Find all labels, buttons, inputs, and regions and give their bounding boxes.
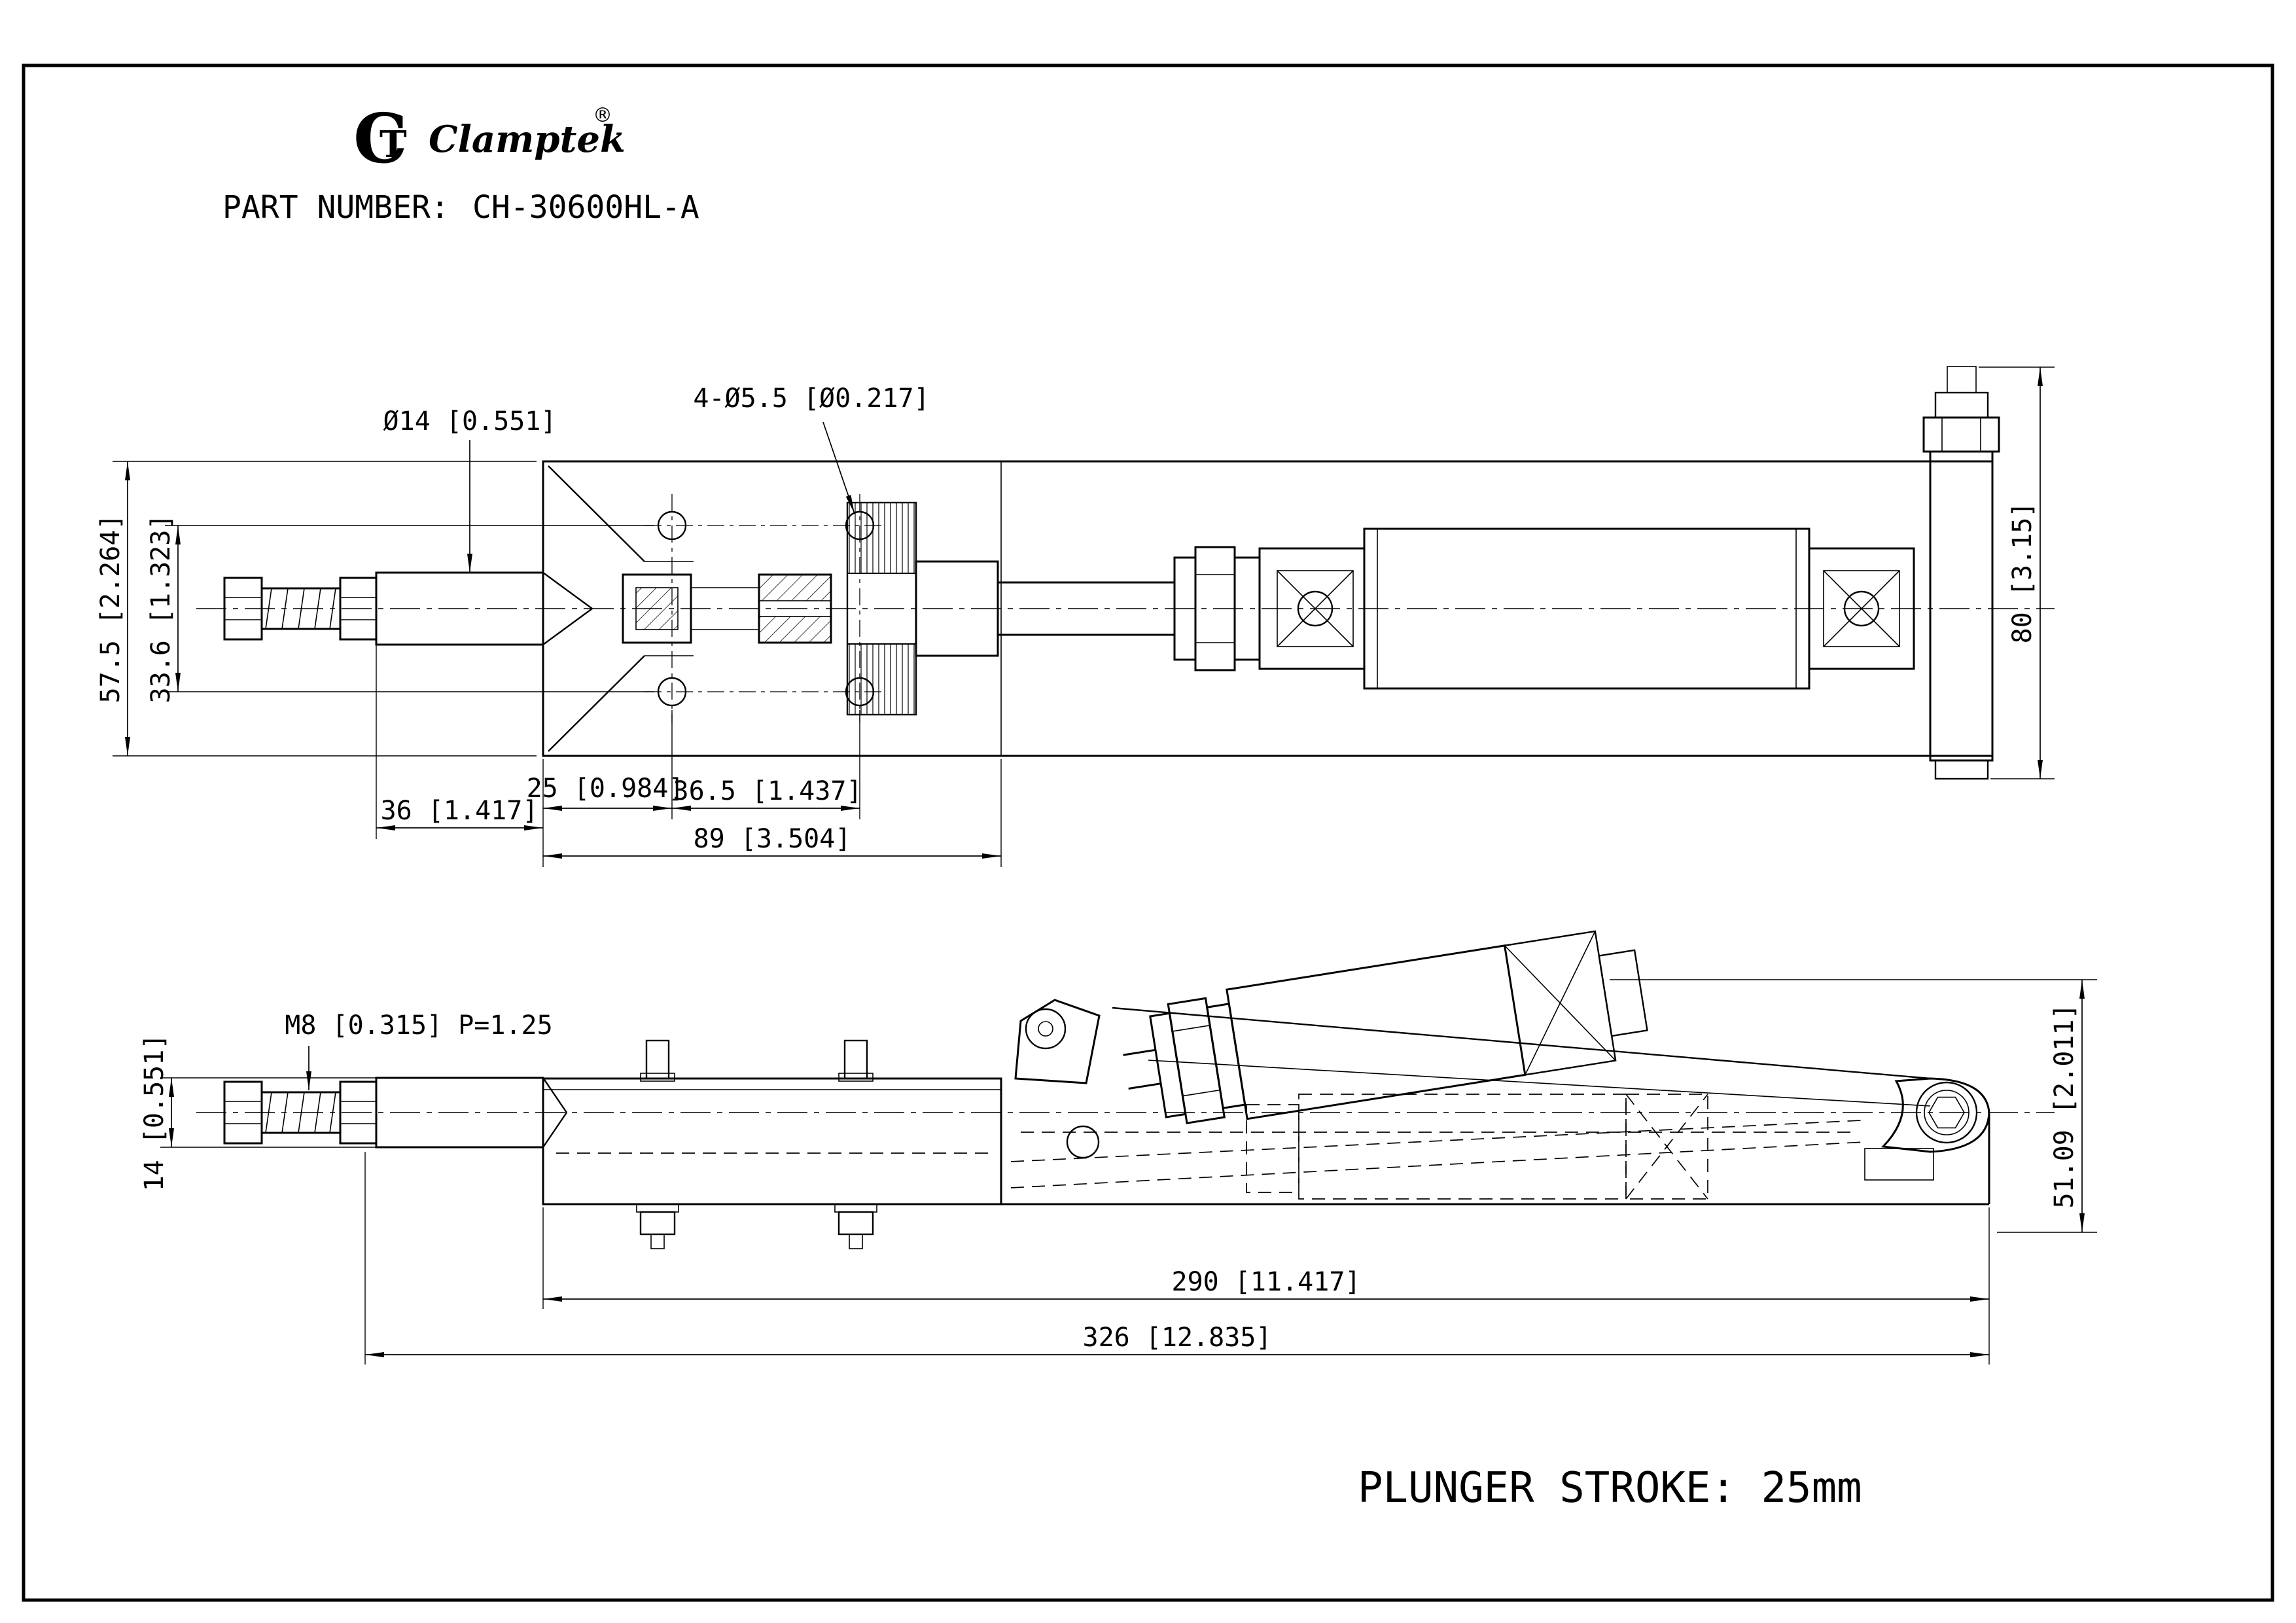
dimensions-top-view: Ø14 [0.551] 4-Ø5.5 [Ø0.217] 57.5 [2.264]… xyxy=(96,366,2055,867)
registered-trademark-symbol: ® xyxy=(593,104,612,127)
toggle-linkage xyxy=(1014,999,1931,1159)
pivot-end xyxy=(1864,1077,1990,1181)
dim-nut-to-body: 36 [1.417] xyxy=(381,796,539,826)
dim-body-length: 290 [11.417] xyxy=(1172,1267,1361,1297)
part-number-label: PART NUMBER: xyxy=(222,189,450,226)
dim-plunger-diameter-top: Ø14 [0.551] xyxy=(383,406,557,437)
slide-body-side xyxy=(542,1039,1990,1249)
part-number-value: CH-30600HL-A xyxy=(472,189,699,226)
dim-bracket-height: 80 [3.15] xyxy=(2007,502,2038,644)
mounting-holes xyxy=(645,494,887,723)
dim-hole-row-spacing: 33.6 [1.323] xyxy=(146,514,176,704)
dim-plunger-diameter-side: 14 [0.551] xyxy=(139,1034,169,1192)
phantom-position xyxy=(1010,1094,1865,1200)
slide-body-top xyxy=(542,460,1994,757)
dim-edge-to-hole: 25 [0.984] xyxy=(527,774,684,804)
clamptek-logo: C T Clamptek ® xyxy=(353,98,626,179)
dimensions-side-view: M8 [0.315] P=1.25 14 [0.551] 51.09 [2.01… xyxy=(139,979,2097,1364)
top-view: Ø14 [0.551] 4-Ø5.5 [Ø0.217] 57.5 [2.264]… xyxy=(96,366,2055,867)
plunger-assembly-side xyxy=(223,1077,567,1149)
dim-body-height: 57.5 [2.264] xyxy=(96,514,126,704)
dim-mounting-holes: 4-Ø5.5 [Ø0.217] xyxy=(693,383,929,414)
logo-mark-outer: C xyxy=(353,98,408,179)
dim-thread-spec: M8 [0.315] P=1.25 xyxy=(285,1010,552,1041)
drawing-border xyxy=(22,63,2274,1602)
header: C T Clamptek ® PART NUMBER: CH-30600HL-A xyxy=(222,98,699,226)
dim-overall-length: 326 [12.835] xyxy=(1083,1323,1272,1353)
dim-hole-spacing: 36.5 [1.437] xyxy=(673,776,862,806)
plunger-stroke-note: PLUNGER STROKE: 25mm xyxy=(1358,1464,1862,1512)
air-cylinder-top xyxy=(915,527,1915,690)
air-cylinder-side xyxy=(1123,930,1648,1124)
logo-brand-name: Clamptek xyxy=(429,118,626,161)
side-view: M8 [0.315] P=1.25 14 [0.551] 51.09 [2.01… xyxy=(139,930,2097,1364)
logo-mark-inner: T xyxy=(380,123,407,166)
dim-slide-length: 89 [3.504] xyxy=(694,824,851,854)
rear-bracket-top xyxy=(1922,366,2000,780)
dim-end-height: 51.09 [2.011] xyxy=(2049,1003,2079,1208)
